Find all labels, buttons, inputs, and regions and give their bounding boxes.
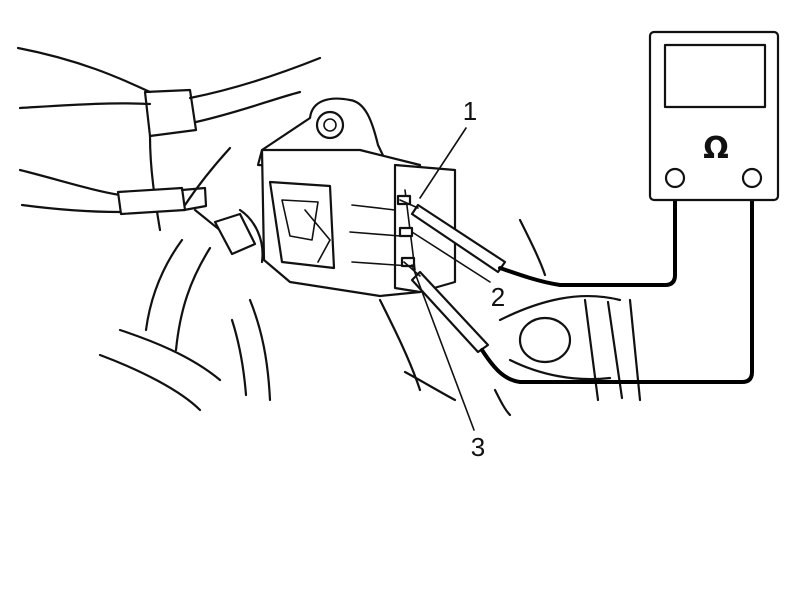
ohmmeter: Ω bbox=[648, 30, 780, 202]
tester-probes bbox=[399, 199, 507, 354]
callout-label-2: 2 bbox=[491, 282, 505, 312]
lead-positive bbox=[498, 183, 677, 287]
callout-leader-1 bbox=[419, 127, 467, 199]
terminal-2 bbox=[398, 226, 414, 238]
callout-label-1: 1 bbox=[463, 96, 477, 126]
ohmmeter-display bbox=[663, 43, 767, 109]
lead-negative bbox=[480, 183, 754, 384]
engine-hoses bbox=[16, 46, 642, 417]
lower-probe bbox=[410, 270, 490, 354]
terminal-1 bbox=[396, 194, 412, 206]
callout-label-3: 3 bbox=[471, 432, 485, 462]
coil-connector bbox=[256, 97, 457, 298]
callout-leader-2 bbox=[411, 231, 491, 283]
meter-jack-right bbox=[741, 167, 763, 189]
upper-probe bbox=[410, 203, 507, 274]
callout-leader-3 bbox=[411, 264, 475, 431]
test-leads bbox=[480, 183, 754, 384]
callouts: 1 2 3 bbox=[411, 96, 505, 462]
ohm-symbol: Ω bbox=[703, 131, 729, 166]
meter-jack-left bbox=[664, 167, 686, 189]
